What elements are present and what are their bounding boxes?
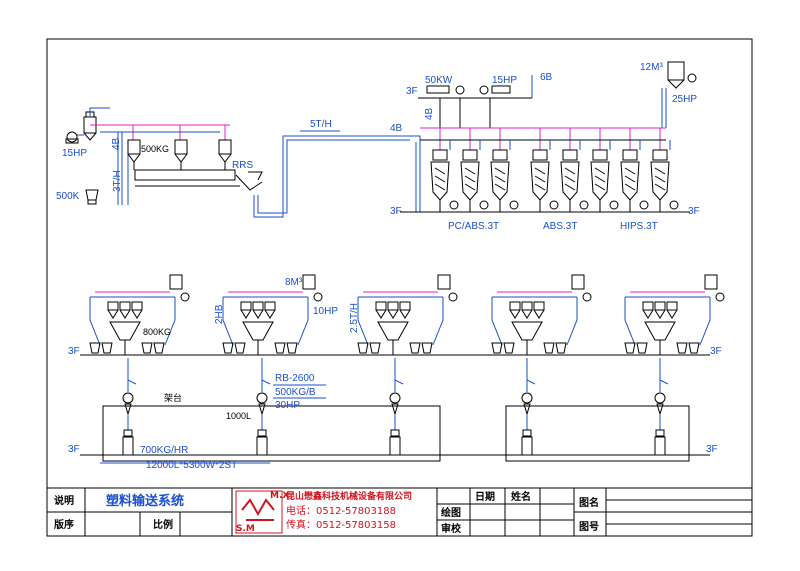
molding-machine (389, 358, 404, 456)
label-8m3: 8M³ (285, 277, 303, 288)
conveying-station (491, 274, 592, 355)
label-800kg: 800KG (143, 327, 171, 337)
label-12000l: 12000L*5300W*2ST (146, 460, 237, 471)
upper-blower-bank (426, 85, 511, 95)
label-3th-vertical: 3T/H (112, 170, 123, 192)
middle-section: 3F 3F 8M³ 10HP 2HB 2.5T/H 800KG (68, 274, 725, 357)
label-30hp: 30HP (275, 400, 300, 411)
company-name: 昆山懋鑫科技机械设备有限公司 (286, 490, 412, 502)
conveying-station (357, 274, 458, 355)
company-fax: 传真：0512-57803158 (286, 518, 396, 531)
logo-mark-right: M.X (270, 491, 289, 501)
label-3f-middle-right: 3F (710, 346, 722, 357)
label-hips: HIPS.3T (620, 221, 658, 232)
dryer-unit (460, 140, 489, 212)
dryer-unit (590, 140, 619, 212)
label-4b-vertical: 4B (111, 137, 122, 150)
title-block (46, 487, 753, 537)
label-4b: 4B (390, 123, 403, 134)
label-1000l: 1000L (226, 411, 251, 421)
conveying-station (89, 274, 190, 355)
label-15hp: 15HP (62, 148, 87, 159)
label-25hp: 25HP (672, 94, 697, 105)
dryer-unit (530, 140, 559, 212)
label-small-kg: 500KG (141, 144, 169, 154)
machine-bank (122, 358, 669, 456)
blower-icon (65, 131, 79, 144)
screen-separator-icon (235, 171, 263, 191)
label-500k: 500K (56, 191, 80, 202)
label-2hb: 2HB (214, 304, 225, 324)
label-12m3: 12M³ (640, 62, 663, 73)
conveying-station (222, 274, 323, 355)
label-500kgb: 500KG/B (275, 387, 316, 398)
pipe-upper-header (418, 97, 532, 142)
bottom-section: 架台 RB-2600 500KG/B 30HP 1000L 700KG/HR 1… (68, 358, 718, 471)
station-bank (89, 274, 725, 355)
label-review: 审校 (441, 522, 462, 535)
label-draw: 绘图 (441, 506, 461, 519)
label-date: 日期 (475, 490, 495, 503)
molding-machine (521, 358, 536, 456)
pipe-feed-blue (100, 131, 220, 205)
label-abs: ABS.3T (543, 221, 577, 232)
dryer-unit (560, 140, 589, 212)
label-3f-bottom-left: 3F (68, 444, 80, 455)
logo-mark-left: S.M (236, 524, 255, 534)
label-15hp-2: 15HP (492, 75, 517, 86)
pipe-silo-down (661, 88, 667, 128)
dryer-unit (650, 140, 679, 212)
header-blue (415, 142, 421, 212)
label-5th: 5T/H (310, 119, 332, 130)
main-transfer-pipe (253, 135, 421, 218)
label-3f-right: 3F (688, 206, 700, 217)
label-version: 版序 (54, 518, 74, 531)
label-3f-middle-left: 3F (68, 346, 80, 357)
label-3f-left: 3F (390, 206, 402, 217)
label-3f-bottom-right: 3F (706, 444, 718, 455)
conveying-station (624, 274, 725, 355)
header-magenta (420, 127, 666, 150)
label-rb: RB-2600 (275, 373, 315, 384)
dryer-unit (490, 140, 519, 212)
pipe-blower-hopper (77, 107, 110, 136)
label-700kg: 700KG/HR (140, 445, 188, 456)
label-rrs: RRS (232, 160, 253, 171)
label-4b-right: 4B (424, 107, 435, 120)
rb-underlines (273, 384, 326, 399)
stand-frame-right (505, 405, 690, 462)
label-pc-abs: PC/ABS.3T (448, 221, 499, 232)
molding-machine (256, 358, 271, 456)
company-phone: 电话：0512-57803188 (286, 504, 396, 517)
company-logo: S.M M.X (235, 490, 289, 534)
dryer-unit (430, 140, 459, 212)
label-25th: 2.5T/H (349, 303, 360, 333)
label-scale: 比例 (153, 518, 173, 531)
label-3f-upper: 3F (406, 86, 418, 97)
molding-machine (122, 358, 137, 456)
label-50kw: 50KW (425, 75, 453, 86)
label-drawing-no: 图号 (579, 521, 599, 533)
silo-icon (667, 61, 697, 89)
bin-icon (85, 189, 99, 205)
label-6b: 6B (540, 72, 553, 83)
molding-machine (654, 358, 669, 456)
dryer-unit (620, 140, 649, 212)
hopper-group-1 (127, 139, 240, 187)
label-desc: 说明 (54, 494, 74, 507)
stand-frame-left (102, 405, 441, 462)
drawing-title: 塑料输送系统 (106, 493, 184, 509)
label-name: 姓名 (510, 490, 531, 503)
label-drawing-name: 图名 (579, 496, 599, 509)
label-stand: 架台 (164, 392, 182, 403)
label-10hp: 10HP (313, 306, 338, 317)
dryer-bank (430, 140, 679, 212)
top-section: 15HP 4B 3T/H 500K (56, 61, 700, 232)
